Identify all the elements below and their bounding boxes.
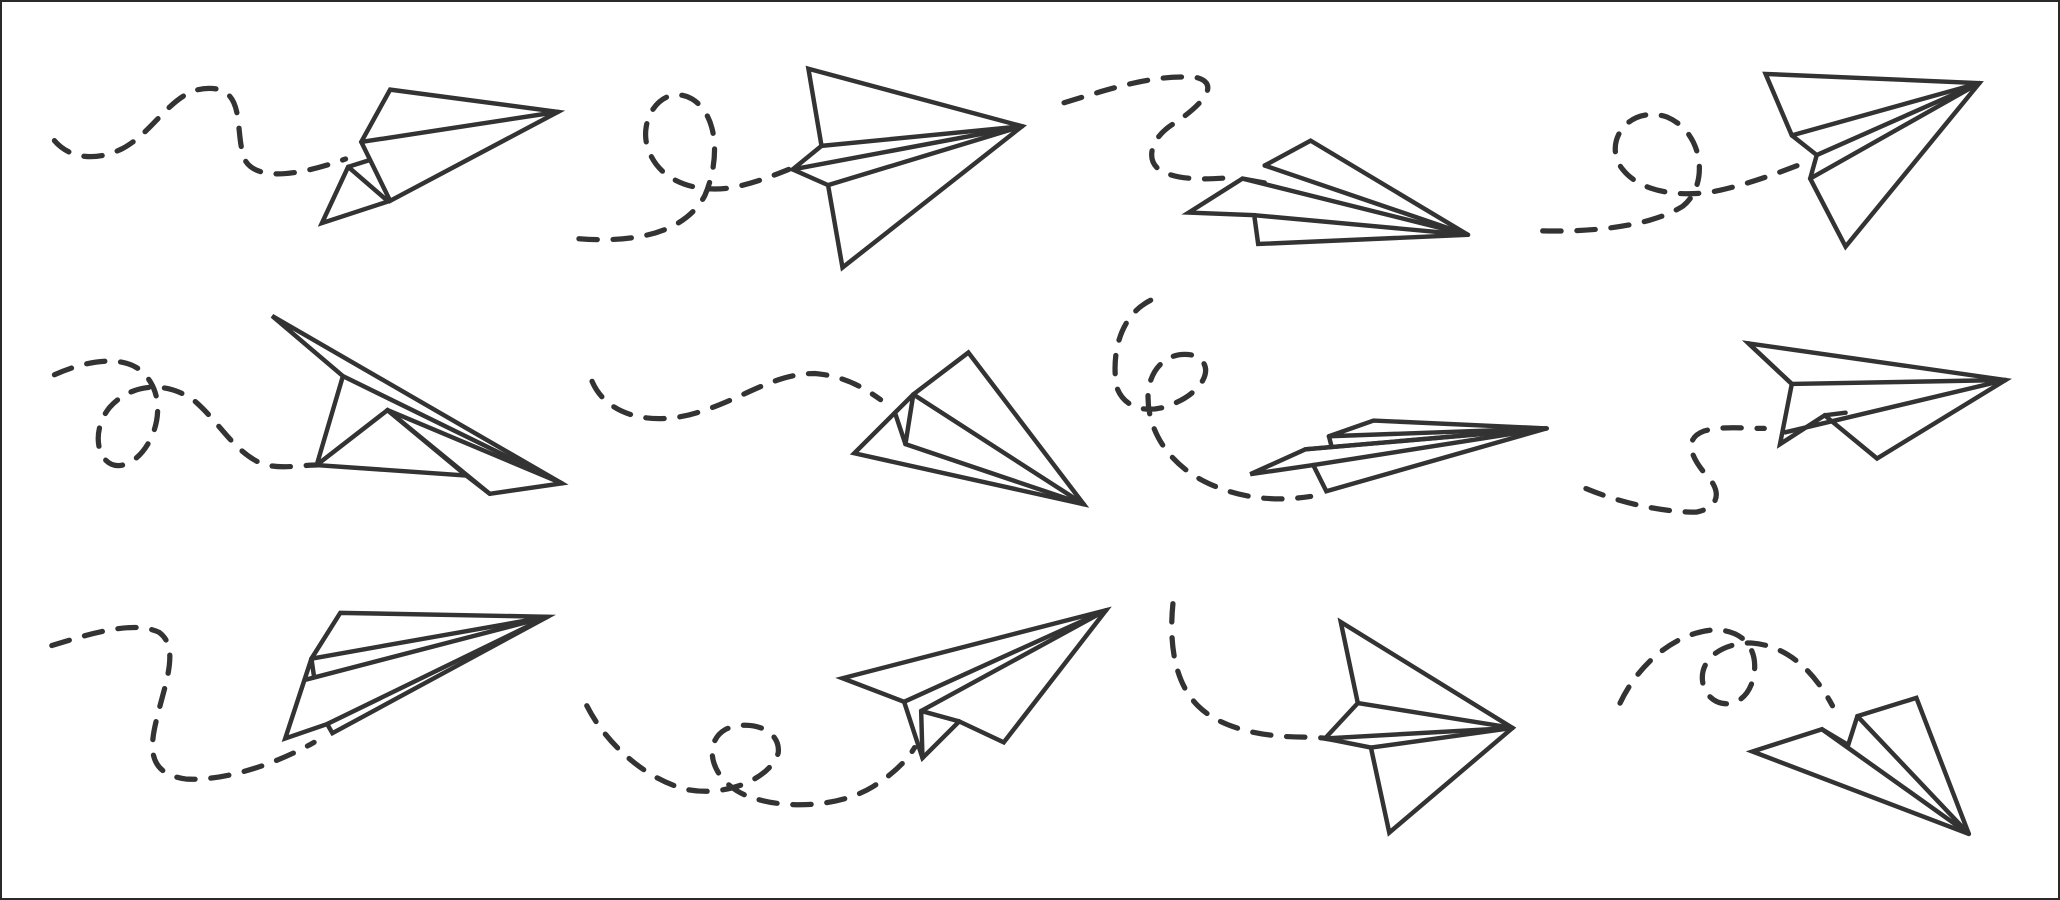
dashed-flight-trail-9	[49, 624, 317, 782]
paper-plane-icon-11	[1320, 617, 1517, 837]
paper-plane-6	[589, 349, 1090, 508]
paper-plane-9	[49, 610, 556, 782]
paper-plane-icon-6	[849, 349, 1090, 508]
paper-plane-2	[576, 65, 1027, 272]
paper-plane-icon-3	[1181, 138, 1471, 247]
paper-plane-icon-2	[788, 65, 1027, 272]
dashed-flight-trail-5	[51, 358, 320, 470]
paper-plane-1	[51, 85, 566, 227]
dashed-flight-trail-10	[584, 703, 918, 808]
paper-plane-7	[1112, 297, 1549, 502]
paper-plane-4	[1540, 71, 1984, 251]
paper-plane-icon-10	[835, 606, 1112, 763]
dashed-flight-trail-2	[576, 92, 792, 243]
dashed-flight-trail-1	[51, 85, 349, 177]
dashed-flight-trail-11	[1169, 601, 1337, 743]
paper-plane-icon-12	[1745, 695, 1972, 837]
paper-plane-3	[1061, 74, 1471, 247]
paper-plane-icon-9	[281, 610, 556, 742]
paper-plane-icon-5	[270, 314, 569, 497]
paper-plane-icon-1	[317, 87, 566, 227]
dashed-flight-trail-8	[1583, 425, 1767, 515]
paper-plane-8	[1583, 340, 2012, 515]
dashed-flight-trail-6	[589, 370, 884, 422]
paper-plane-11	[1169, 601, 1517, 837]
paper-plane-5	[51, 314, 569, 497]
paper-plane-12	[1617, 627, 1972, 837]
paper-plane-10	[584, 606, 1112, 808]
dashed-flight-trail-4	[1540, 112, 1804, 234]
paper-plane-icon-8	[1741, 340, 2012, 462]
dashed-flight-trail-3	[1061, 74, 1238, 182]
dashed-flight-trail-12	[1617, 627, 1836, 709]
paper-plane-icon-7	[1249, 418, 1549, 494]
paper-plane-icon-4	[1762, 71, 1984, 251]
dashed-flight-trail-7	[1112, 297, 1314, 502]
